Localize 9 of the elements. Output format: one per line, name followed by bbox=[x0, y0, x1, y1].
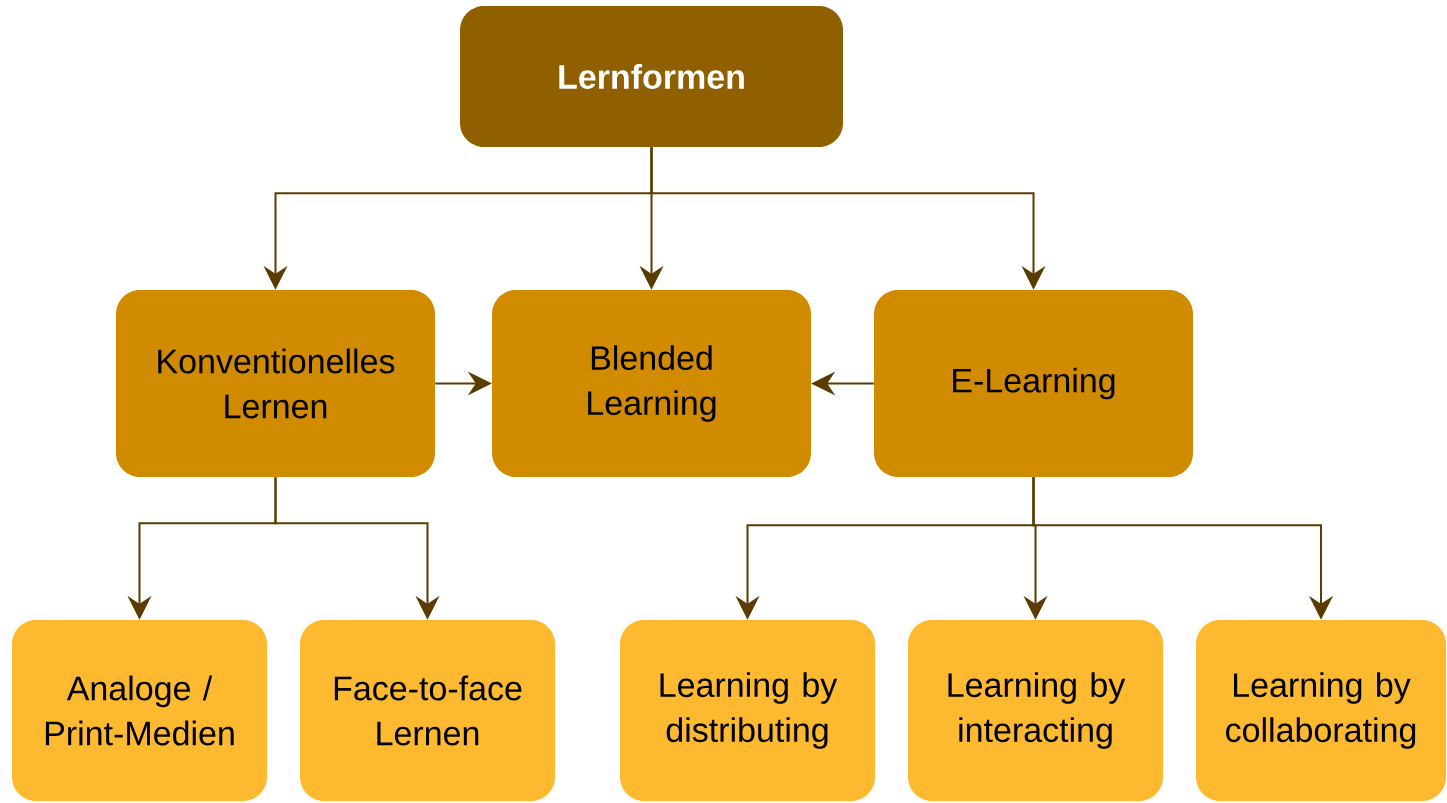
root-box: Lernformen bbox=[460, 6, 843, 147]
subcategory-box: Analoge / Print-Medien bbox=[12, 620, 267, 801]
subcategory-box: Learning by collaborating bbox=[1196, 620, 1446, 801]
category-box: E-Learning bbox=[874, 290, 1193, 477]
category-box: Konventionelles Lernen bbox=[116, 290, 435, 477]
category-box: Blended Learning bbox=[492, 290, 811, 477]
subcategory-box: Learning by interacting bbox=[908, 620, 1163, 801]
subcategory-box: Face-to-face Lernen bbox=[300, 620, 555, 801]
subcategory-box: Learning by distributing bbox=[620, 620, 875, 801]
